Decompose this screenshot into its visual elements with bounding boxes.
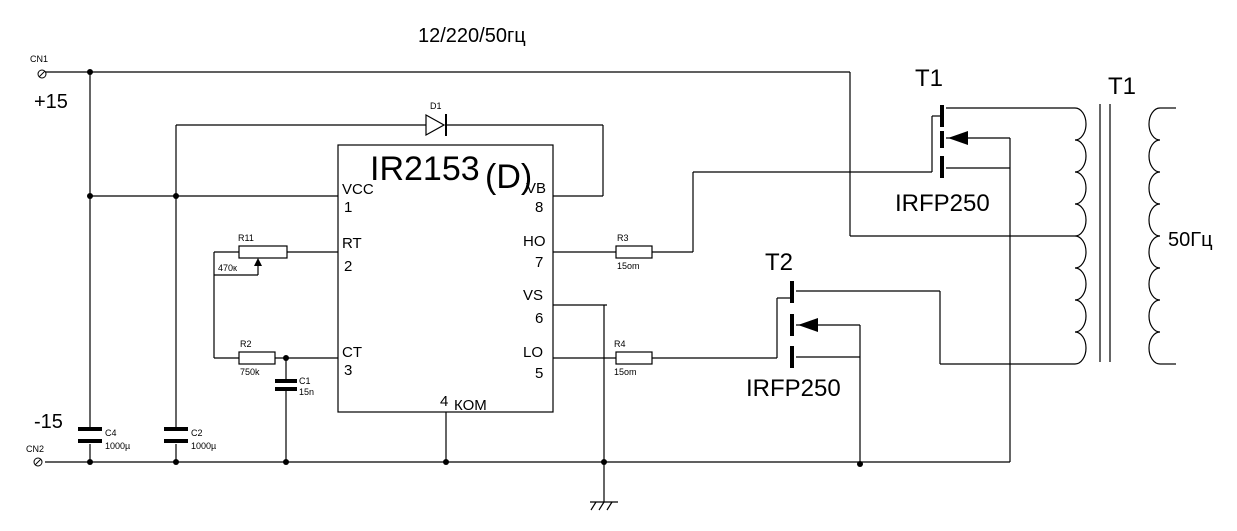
ground-icon <box>590 501 618 511</box>
pin-vs-num: 6 <box>535 310 543 327</box>
capacitor-c1-ref: C1 <box>299 376 311 386</box>
pin-vcc-name: VCC <box>342 181 374 198</box>
resistor-r2-value: 750k <box>240 367 260 377</box>
diode-d1-label: D1 <box>430 101 442 111</box>
mosfet-t1: T1 IRFP250 <box>895 65 990 217</box>
pin-vs-name: VS <box>523 287 543 304</box>
pin-vb-num: 8 <box>535 199 543 216</box>
capacitor-c4: C4 1000µ <box>78 427 130 451</box>
plus-label: +15 <box>34 91 68 113</box>
resistor-r11-ref: R11 <box>238 233 254 243</box>
capacitor-c4-value: 1000µ <box>105 441 130 451</box>
minus-label: -15 <box>34 411 63 433</box>
connector-cn2: CN2 <box>26 444 44 467</box>
capacitor-c2-ref: C2 <box>191 428 203 438</box>
connector-cn1: CN1 <box>30 54 48 79</box>
resistor-r2-ref: R2 <box>240 339 252 349</box>
resistor-r2: R2 750k <box>238 339 276 377</box>
mosfet-t1-ref: T1 <box>915 65 943 92</box>
pin-kom-num: 4 <box>440 393 448 410</box>
pin-rt-num: 2 <box>344 258 352 275</box>
resistor-r4-value: 15om <box>614 367 637 377</box>
pin-kom-name: КОМ <box>454 397 487 414</box>
pin-ho-num: 7 <box>535 254 543 271</box>
ic-ir2153: IR2153 (D) VCC 1 RT 2 CT 3 4 КОМ LO 5 VS… <box>337 144 554 414</box>
resistor-r11: R11 470к <box>218 233 288 273</box>
pin-vcc-num: 1 <box>344 199 352 216</box>
capacitor-c1: C1 15n <box>275 376 314 397</box>
resistor-r3-ref: R3 <box>617 233 629 243</box>
pin-vb-name: VB <box>526 180 546 197</box>
pin-lo-num: 5 <box>535 365 543 382</box>
mosfet-t2-ref: T2 <box>765 249 793 276</box>
pin-ct-num: 3 <box>344 362 352 379</box>
connector-cn1-label: CN1 <box>30 54 48 64</box>
resistor-r3: R3 15om <box>615 233 653 271</box>
ic-name: IR2153 <box>370 150 480 188</box>
junctions <box>87 69 863 467</box>
mosfet-t2-part: IRFP250 <box>746 375 841 402</box>
resistor-r4-ref: R4 <box>614 339 626 349</box>
capacitor-c4-ref: C4 <box>105 428 117 438</box>
diode-d1: D1 <box>425 101 447 137</box>
capacitor-c2-value: 1000µ <box>191 441 216 451</box>
mosfet-t1-part: IRFP250 <box>895 190 990 217</box>
ic-suffix: (D) <box>485 158 532 196</box>
pin-rt-name: RT <box>342 235 362 252</box>
mosfet-t2: T2 IRFP250 <box>746 249 841 402</box>
pin-ct-name: CT <box>342 344 362 361</box>
resistor-r3-value: 15om <box>617 261 640 271</box>
resistor-r4: R4 15om <box>614 339 653 377</box>
pin-lo-name: LO <box>523 344 543 361</box>
wires <box>45 71 1075 502</box>
connector-cn2-label: CN2 <box>26 444 44 454</box>
resistor-r11-value: 470к <box>218 263 237 273</box>
capacitor-c1-value: 15n <box>299 387 314 397</box>
transformer-output-label: 50Гц <box>1168 229 1213 251</box>
pin-ho-name: HO <box>523 233 546 250</box>
capacitor-c2: C2 1000µ <box>164 427 216 451</box>
transformer-t1: T1 50Гц <box>1074 73 1213 365</box>
transformer-ref: T1 <box>1108 73 1136 100</box>
page-title: 12/220/50гц <box>418 25 526 47</box>
